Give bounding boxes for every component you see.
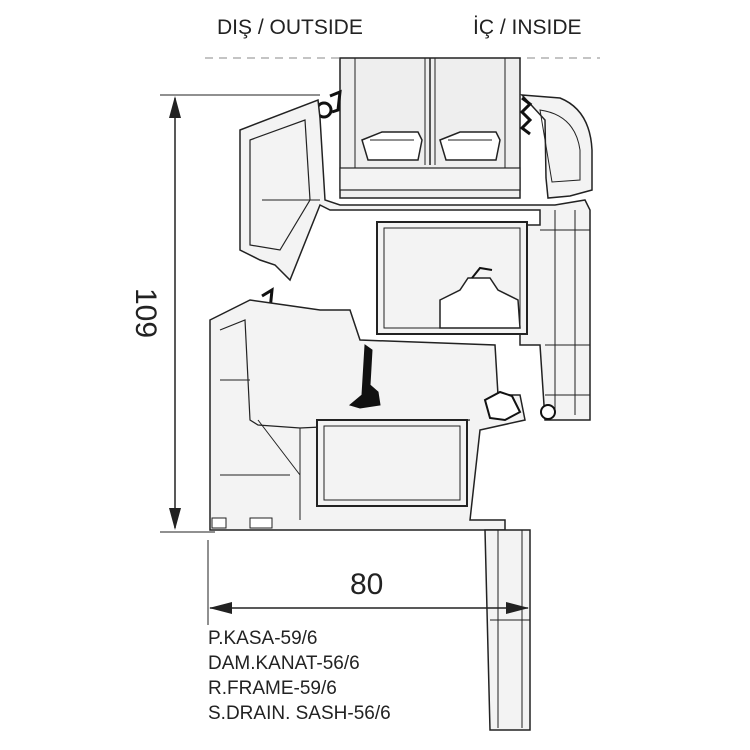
height-dimension-label: 109 — [129, 287, 163, 339]
glazing-unit — [339, 57, 521, 199]
profile-code: DAM.KANAT-56/6 — [208, 653, 360, 674]
width-dimension-label: 80 — [350, 568, 384, 601]
profile-code: R.FRAME-59/6 — [208, 678, 337, 699]
height-dimension — [160, 94, 320, 533]
profile-code: P.KASA-59/6 — [208, 628, 318, 649]
width-dimension — [207, 540, 531, 625]
frame-reinforcement — [316, 419, 468, 507]
center-gasket — [348, 344, 381, 409]
inside-label: İÇ / INSIDE — [473, 16, 582, 39]
bead-gasket — [519, 96, 533, 136]
glazing-bead — [520, 94, 593, 199]
spacer-left — [361, 131, 423, 161]
sill-extension — [484, 529, 531, 731]
profile-code: S.DRAIN. SASH-56/6 — [208, 703, 391, 724]
profile-code-list: P.KASA-59/6 DAM.KANAT-56/6 R.FRAME-59/6 … — [208, 626, 391, 726]
frame-profile — [209, 299, 556, 531]
hardware-groove — [439, 277, 521, 329]
outside-label: DIŞ / OUTSIDE — [217, 16, 363, 39]
sash-profile — [239, 98, 591, 421]
spacer-right — [439, 131, 501, 161]
